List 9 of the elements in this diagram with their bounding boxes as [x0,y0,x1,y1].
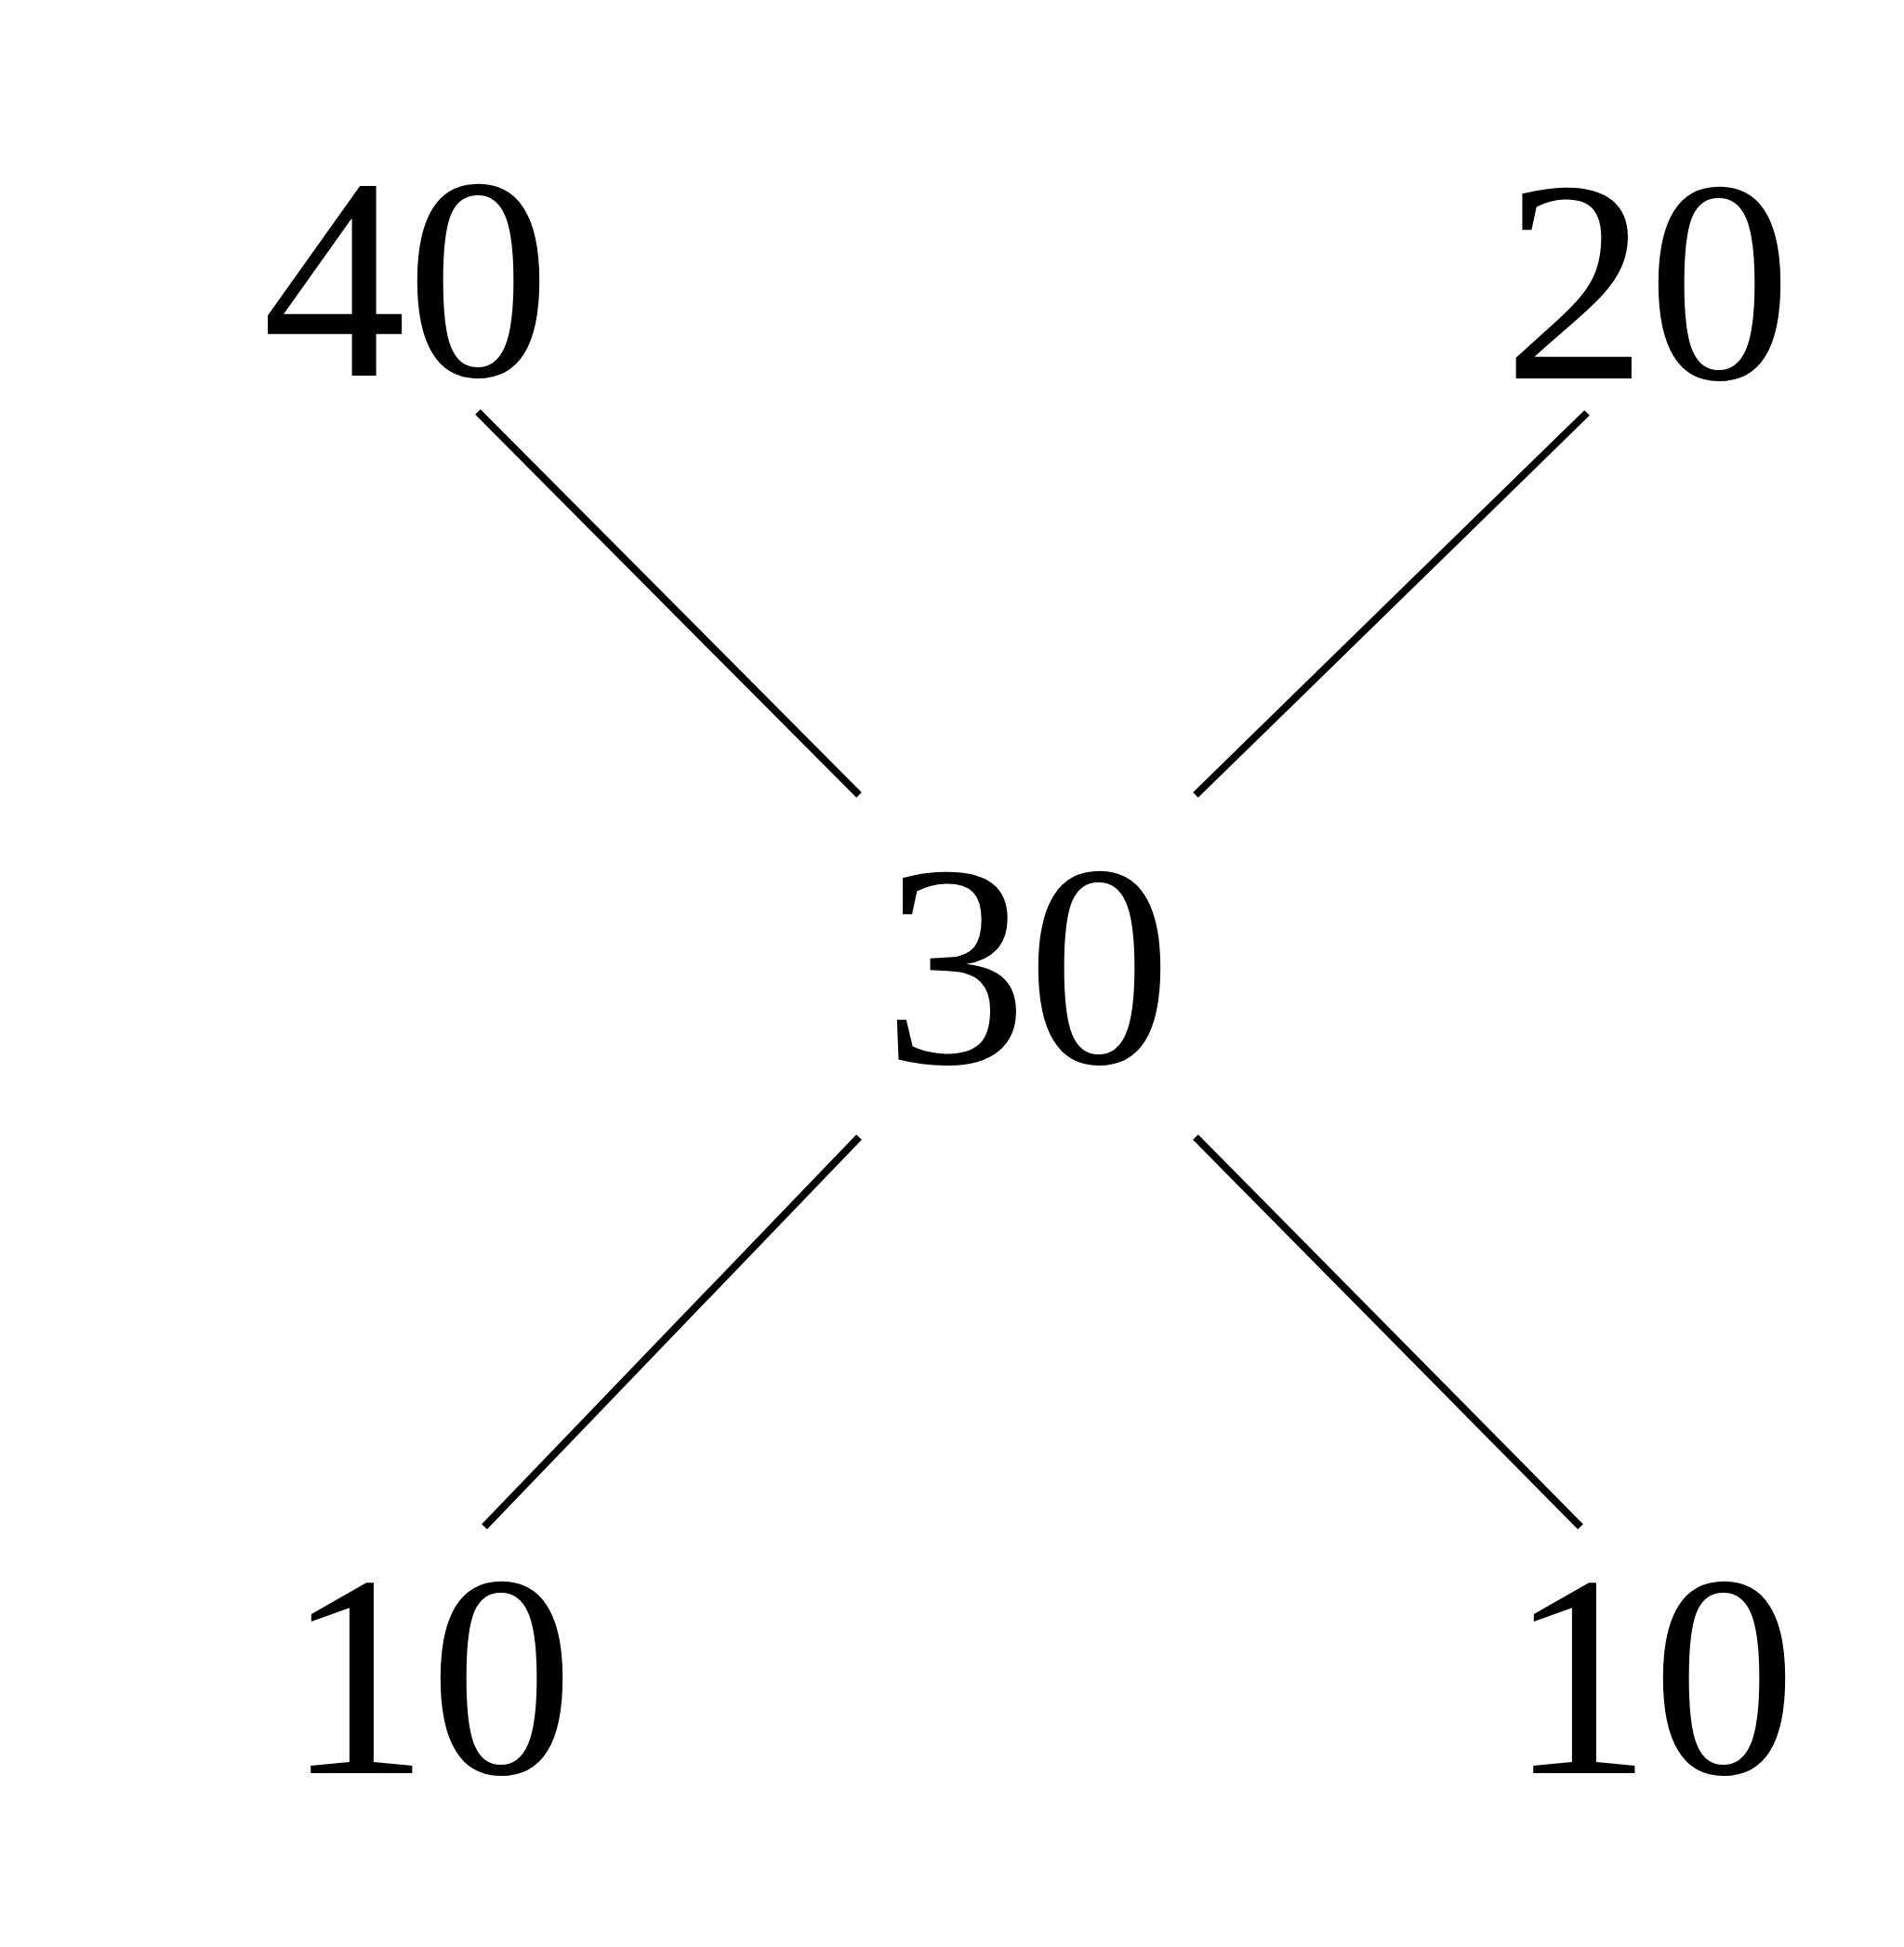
number-label: 30 [883,858,1171,1074]
connector-line [1193,410,1590,798]
connector-line [482,1134,862,1530]
number-label: 20 [1503,174,1792,390]
number-label: 40 [262,171,550,387]
connector-line [475,409,862,798]
connector-line [1193,1134,1583,1530]
number-label: 10 [285,1569,574,1784]
number-label: 10 [1508,1569,1796,1784]
